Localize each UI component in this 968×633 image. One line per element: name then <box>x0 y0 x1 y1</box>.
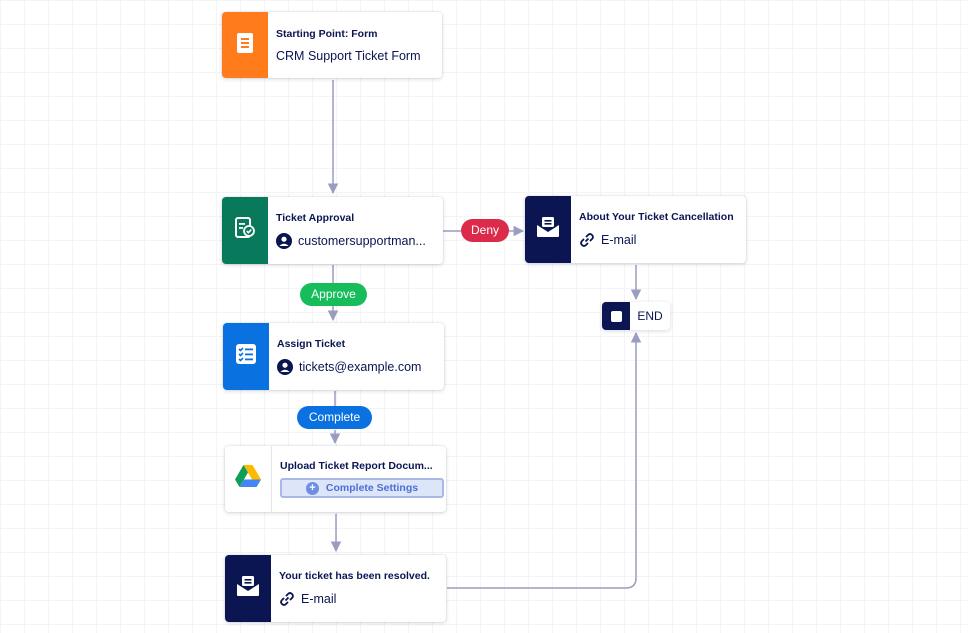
task-icon-panel <box>223 323 269 390</box>
email-icon-panel <box>225 555 271 622</box>
channel: E-mail <box>279 591 438 607</box>
email-icon <box>236 575 260 602</box>
node-title: Starting Point: Form <box>276 27 378 40</box>
form-icon-panel <box>222 12 268 78</box>
google-drive-icon <box>234 464 262 494</box>
form-icon <box>236 32 254 59</box>
end-label: END <box>637 309 663 323</box>
user-icon <box>277 359 293 375</box>
stop-icon-panel <box>602 302 630 330</box>
link-icon <box>579 232 595 248</box>
plus-icon: + <box>305 481 319 495</box>
assign-ticket-node[interactable]: Assign Ticket tickets@example.com <box>223 323 444 390</box>
approve-branch-label[interactable]: Approve <box>300 283 367 306</box>
stop-icon <box>610 310 622 322</box>
resolved-email-node[interactable]: Your ticket has been resolved. E-mail <box>225 555 446 622</box>
upload-document-node[interactable]: Upload Ticket Report Docum... + Complete… <box>225 446 446 512</box>
start-node[interactable]: Starting Point: Form CRM Support Ticket … <box>222 12 442 78</box>
end-node[interactable]: END <box>602 302 670 330</box>
channel: E-mail <box>579 232 738 248</box>
link-icon <box>279 591 295 607</box>
drive-icon-panel <box>225 446 272 512</box>
user-icon <box>276 233 292 249</box>
email-icon-panel <box>525 196 571 263</box>
form-name: CRM Support Ticket Form <box>276 48 421 63</box>
assignee: tickets@example.com <box>277 359 436 375</box>
approval-icon-panel <box>222 197 268 264</box>
complete-branch-label[interactable]: Complete <box>297 406 372 429</box>
node-title: Assign Ticket <box>277 338 346 350</box>
complete-settings-label: Complete Settings <box>325 482 419 494</box>
node-title: About Your Ticket Cancellation <box>579 211 734 223</box>
cancellation-email-node[interactable]: About Your Ticket Cancellation E-mail <box>525 196 746 263</box>
email-icon <box>536 216 560 243</box>
assignee: customersupportman... <box>276 233 435 249</box>
node-title: Upload Ticket Report Docum... <box>280 460 433 472</box>
task-list-icon <box>235 343 257 370</box>
complete-settings-button[interactable]: + Complete Settings <box>280 478 444 498</box>
node-title: Ticket Approval <box>276 212 355 224</box>
deny-branch-label[interactable]: Deny <box>461 219 509 242</box>
approval-icon <box>234 216 256 245</box>
edge-resolved-end <box>447 331 642 589</box>
node-title: Your ticket has been resolved. <box>279 570 430 582</box>
approval-node[interactable]: Ticket Approval customersupportman... <box>222 197 443 264</box>
